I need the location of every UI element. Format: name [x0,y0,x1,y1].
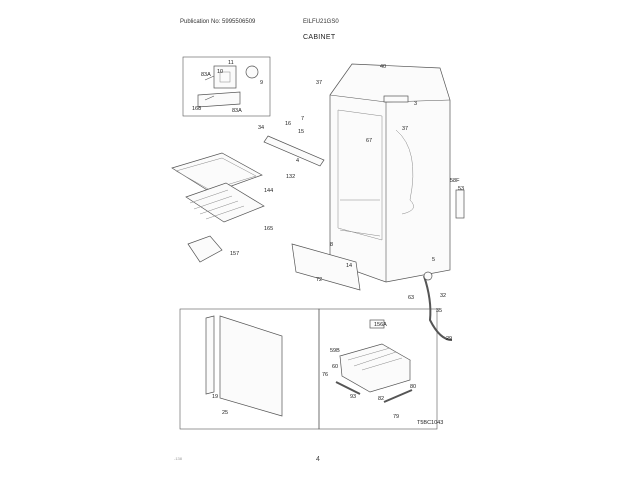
control-housing [213,65,237,89]
callout-165: 165 [264,226,273,232]
basket-clip [369,319,385,329]
callout-37: 37 [316,80,322,86]
side-coil [395,129,414,215]
callout-53: 53 [458,186,464,192]
side-panel-53 [455,189,465,219]
callout-15: 15 [298,129,304,135]
callout-144: 144 [264,188,273,194]
callout-35: 35 [436,308,442,314]
callout-10: 10 [217,69,223,75]
callout-83a: 83A [201,72,211,78]
callout-60: 60 [332,364,338,370]
callout-labels: 83A 11 10 9 168 83A 37 40 3 37 7 34 16 1… [192,60,464,426]
callout-76: 76 [322,372,328,378]
callout-16: 16 [285,121,291,127]
inset-frame [182,56,271,117]
callout-40: 40 [380,64,386,70]
mounting-bracket [197,91,241,108]
callout-8: 8 [330,242,333,248]
callout-9: 9 [260,80,263,86]
callout-79: 79 [393,414,399,420]
callout-157: 157 [230,251,239,257]
kick-plate [291,243,361,291]
freezer-cabinet [329,63,465,283]
callout-156a: 156A [374,322,387,328]
callout-4: 4 [296,158,299,164]
drain-tube [423,275,453,341]
callout-5: 5 [432,257,435,263]
shelf-bracket [187,235,223,263]
callout-67: 67 [366,138,372,144]
callout-80: 80 [410,384,416,390]
callout-82: 82 [378,396,384,402]
page-number: 4 [316,456,320,463]
publication-number: Publication No: 5995506509 [180,19,256,25]
callout-93: 93 [350,394,356,400]
callout-58f: 58F [450,178,460,184]
callout-37-right: 37 [402,126,408,132]
shelf-rail [263,135,325,167]
callout-34: 34 [258,125,264,131]
callout-29: 29 [446,336,452,342]
callout-63: 63 [408,295,414,301]
callout-25: 25 [222,410,228,416]
model-number: EILFU21GS0 [303,19,339,25]
drain-cap [423,271,433,281]
callout-7: 7 [301,116,304,122]
top-hinge [383,95,409,103]
glass-shelf [171,152,263,194]
callout-32: 32 [440,293,446,299]
callout-19: 19 [212,394,218,400]
callout-11: 11 [228,60,234,66]
basket-detail-panel [318,308,438,430]
thermostat-capsule [245,65,259,79]
callout-14: 14 [346,263,352,269]
control-knob-outline [219,71,231,83]
callout-72: 72 [316,277,322,283]
wire-shelf [185,182,265,223]
figure-code: T5BC1043 [417,420,443,426]
footer-note: -138 [174,456,183,461]
callout-83a-lower: 83A [232,108,242,114]
door-gasket-strip [205,315,215,395]
callout-3: 3 [414,101,417,107]
section-title: CABINET [303,34,336,41]
cabinet-opening [337,109,383,241]
inset-detail-panel [182,56,271,117]
callout-168: 168 [192,106,201,112]
callout-59b: 59B [330,348,340,354]
inner-door-liner [219,315,283,417]
callout-132: 132 [286,174,295,180]
